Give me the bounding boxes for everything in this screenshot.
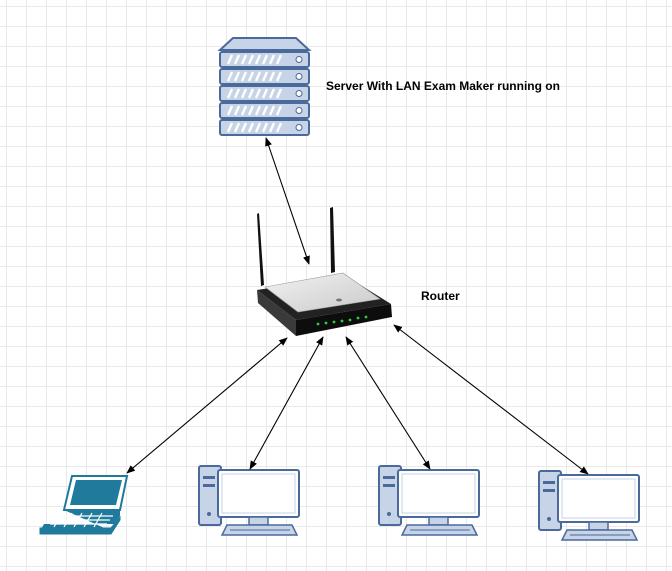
connector-router-pc-3 <box>393 324 589 475</box>
server-label: Server With LAN Exam Maker running on <box>326 79 560 93</box>
desktop-computer-icon[interactable] <box>378 465 480 536</box>
connector-server-router <box>265 137 310 265</box>
router-label: Router <box>421 289 460 303</box>
connector-router-pc-1 <box>249 336 324 470</box>
server-rack-icon[interactable] <box>217 37 312 136</box>
wireless-router-icon[interactable] <box>257 207 392 336</box>
connector-router-pc-2 <box>345 336 431 470</box>
connector-router-laptop <box>126 337 288 474</box>
desktop-computer-icon[interactable] <box>538 470 640 541</box>
desktop-computer-icon[interactable] <box>198 465 300 536</box>
laptop-icon[interactable] <box>39 475 129 535</box>
